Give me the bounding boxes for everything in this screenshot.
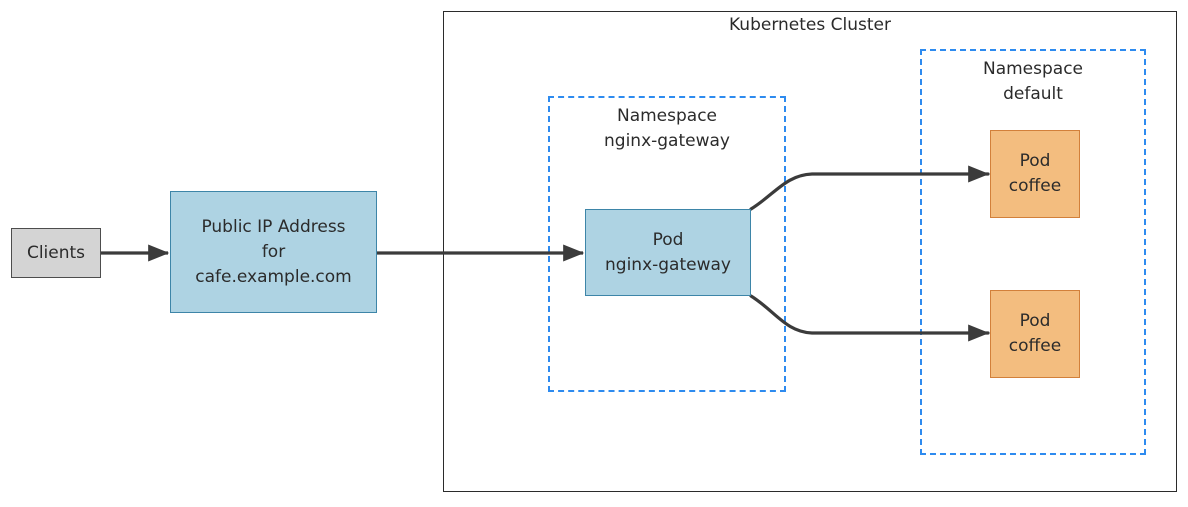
namespace-nginx-gateway-label: Namespace nginx-gateway — [548, 104, 786, 154]
namespace-default-label: Namespace default — [920, 57, 1146, 107]
node-pod-nginx-gateway-label: Pod nginx-gateway — [605, 229, 731, 275]
kubernetes-cluster-label: Kubernetes Cluster — [729, 15, 891, 35]
namespace-default-label-line1: Namespace — [982, 59, 1084, 79]
namespace-nginx-gateway-boundary — [548, 96, 786, 392]
namespace-default-label-line2: default — [1003, 84, 1063, 104]
node-pod-coffee-upper[interactable]: Pod coffee — [990, 130, 1080, 218]
node-pod-nginx-gateway[interactable]: Pod nginx-gateway — [585, 209, 751, 296]
node-pod-coffee-lower[interactable]: Pod coffee — [990, 290, 1080, 378]
node-clients[interactable]: Clients — [11, 228, 101, 278]
node-public-ip-address[interactable]: Public IP Address for cafe.example.com — [170, 191, 377, 313]
namespace-nginx-gateway-label-line1: Namespace — [616, 106, 718, 126]
node-pod-coffee-upper-label: Pod coffee — [1008, 151, 1062, 196]
namespace-default-boundary — [920, 49, 1146, 455]
node-public-ip-address-label: Public IP Address for cafe.example.com — [195, 216, 352, 287]
node-clients-label: Clients — [26, 242, 86, 263]
node-pod-coffee-lower-label: Pod coffee — [1008, 311, 1062, 356]
namespace-nginx-gateway-label-line2: nginx-gateway — [604, 131, 730, 151]
